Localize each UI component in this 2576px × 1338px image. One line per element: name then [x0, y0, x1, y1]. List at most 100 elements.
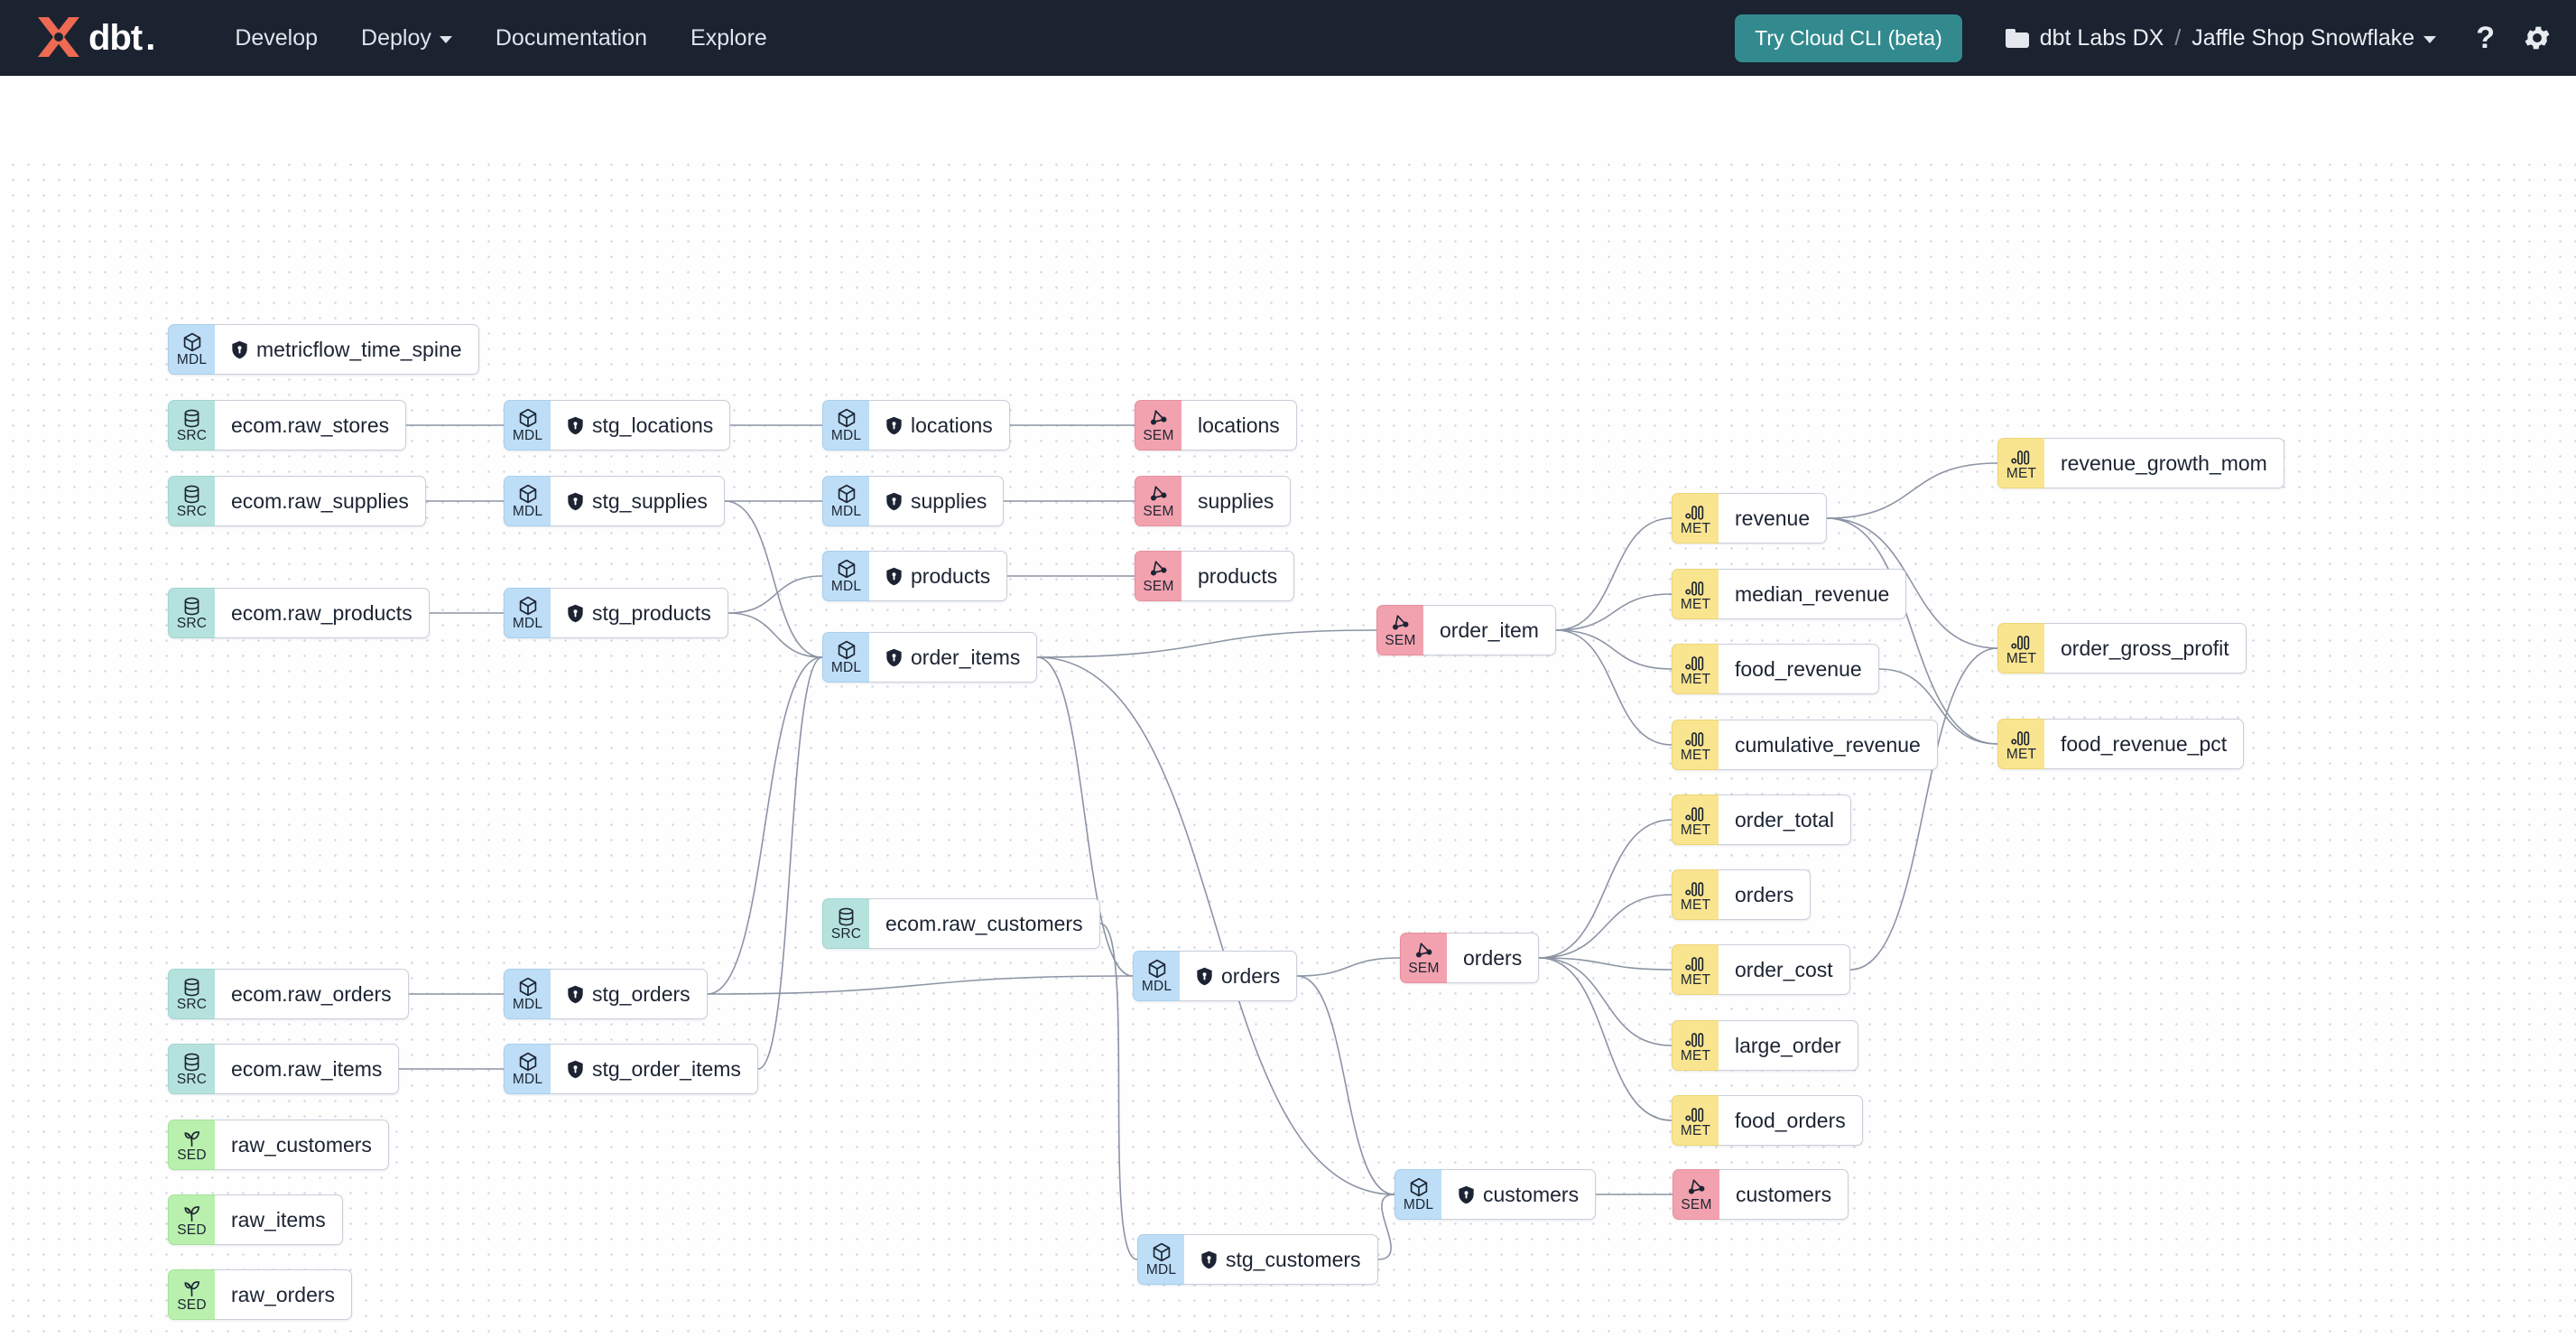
- account-name[interactable]: dbt Labs DX: [2039, 24, 2164, 51]
- graph-node-mdl_supplies[interactable]: MDL supplies: [822, 476, 1005, 526]
- node-label: ecom.raw_orders: [231, 981, 392, 1006]
- met-icon: [1684, 653, 1707, 673]
- node-type-label: MDL: [830, 578, 862, 594]
- node-type-label: MET: [1680, 520, 1711, 536]
- src-badge: SRC: [168, 969, 215, 1019]
- edge-sem_order_item-to-met_food_revenue: [1555, 629, 1673, 670]
- nav-deploy[interactable]: Deploy: [339, 16, 474, 60]
- met-badge: MET: [1672, 944, 1719, 995]
- node-label: order_gross_profit: [2061, 636, 2229, 660]
- shield-check-icon: [1458, 1185, 1475, 1204]
- node-label: supplies: [911, 488, 987, 513]
- node-label: food_revenue: [1735, 656, 1862, 681]
- graph-node-met_order_gross_profit[interactable]: MET order_gross_profit: [1997, 623, 2247, 674]
- node-type-label: MDL: [830, 503, 862, 519]
- src-icon: [181, 978, 202, 998]
- node-body: ecom.raw_supplies: [215, 476, 426, 526]
- graph-node-met_order_cost[interactable]: MET order_cost: [1672, 944, 1850, 995]
- node-body: locations: [869, 400, 1010, 451]
- node-body: revenue_growth_mom: [2044, 438, 2284, 488]
- met-icon: [1684, 578, 1707, 598]
- graph-node-seed_raw_orders[interactable]: SED raw_orders: [168, 1269, 353, 1320]
- shield-check-icon: [885, 416, 903, 435]
- project-selector[interactable]: Jaffle Shop Snowflake: [2191, 25, 2437, 51]
- sem-badge: SEM: [1135, 551, 1181, 601]
- met-icon: [2010, 632, 2033, 652]
- mdl-icon: [517, 484, 539, 505]
- node-body: supplies: [869, 476, 1005, 526]
- shield-check-icon: [1200, 1250, 1218, 1269]
- graph-node-met_food_revenue[interactable]: MET food_revenue: [1672, 644, 1879, 694]
- gear-icon[interactable]: [2522, 23, 2553, 53]
- node-label: raw_orders: [231, 1282, 336, 1306]
- node-body: order_total: [1719, 794, 1851, 845]
- graph-node-src_raw_orders[interactable]: SRC ecom.raw_orders: [168, 969, 409, 1019]
- top-navigation-bar: dbt . Develop Deploy Documentation Explo…: [0, 0, 2576, 76]
- edge-sem_orders-to-met_orders: [1538, 894, 1673, 959]
- graph-node-met_revenue[interactable]: MET revenue: [1672, 493, 1828, 544]
- nav-develop[interactable]: Develop: [213, 16, 339, 60]
- nav-explore[interactable]: Explore: [669, 16, 789, 60]
- met-badge: MET: [1997, 719, 2044, 769]
- dbt-logo[interactable]: dbt .: [32, 14, 155, 62]
- try-cloud-cli-button[interactable]: Try Cloud CLI (beta): [1735, 14, 1962, 62]
- met-icon: [1684, 729, 1707, 748]
- met-badge: MET: [1672, 794, 1719, 845]
- node-label: locations: [1198, 413, 1280, 437]
- edge-met_order_cost-to-met_order_gross_profit: [1849, 647, 1998, 971]
- node-type-label: MET: [2006, 650, 2037, 666]
- account-project-breadcrumb: dbt Labs DX / Jaffle Shop Snowflake: [2005, 24, 2437, 51]
- node-body: raw_customers: [215, 1120, 389, 1170]
- node-body: orders: [1719, 869, 1812, 920]
- primary-nav-links: Develop Deploy Documentation Explore: [213, 16, 788, 60]
- shield-check-icon: [1196, 967, 1213, 986]
- met-badge: MET: [1672, 1020, 1719, 1071]
- src-icon: [181, 485, 202, 505]
- met-icon: [1684, 1029, 1707, 1049]
- node-type-label: MET: [1680, 671, 1711, 687]
- node-type-label: SED: [177, 1296, 207, 1313]
- node-body: cumulative_revenue: [1719, 720, 1938, 770]
- help-icon[interactable]: ?: [2476, 21, 2495, 56]
- node-label: revenue: [1735, 506, 1811, 530]
- mdl-icon: [517, 977, 539, 998]
- nav-documentation[interactable]: Documentation: [474, 16, 669, 60]
- node-label: order_cost: [1735, 957, 1833, 981]
- mdl-icon: [1151, 1242, 1172, 1263]
- met-badge: MET: [1672, 869, 1719, 920]
